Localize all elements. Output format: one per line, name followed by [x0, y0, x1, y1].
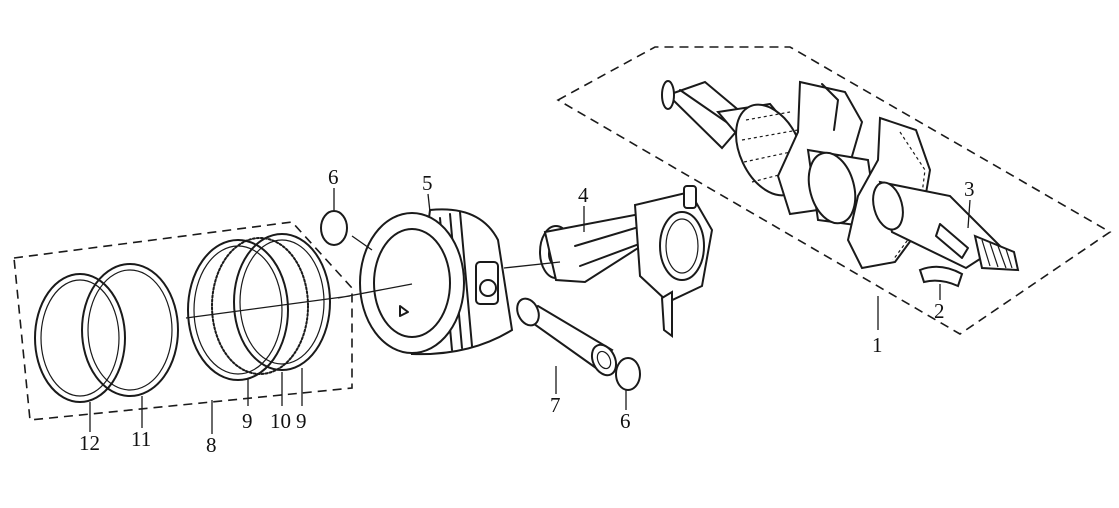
- callout-12: 12: [79, 431, 100, 455]
- circlip-upper: [320, 210, 348, 246]
- callout-3: 3: [964, 177, 975, 201]
- callout-6-lower: 6: [620, 409, 631, 433]
- connecting-rod: [539, 185, 714, 338]
- oil-ring-rail-rear: [233, 233, 331, 371]
- leader-5: [427, 193, 431, 213]
- second-compression-ring: [81, 263, 179, 397]
- callout-10: 10: [270, 409, 291, 433]
- leader-3: [967, 199, 971, 229]
- callout-2: 2: [934, 299, 945, 323]
- crankshaft: [661, 80, 1020, 272]
- woodruff-key: [918, 265, 964, 288]
- oil-ring-expander: [211, 237, 309, 375]
- ring-set: [34, 233, 331, 403]
- circlip-lower: [615, 357, 641, 391]
- top-compression-ring: [34, 273, 126, 403]
- piston-pin: [516, 297, 618, 377]
- callout-9-front: 9: [242, 409, 253, 433]
- crankshaft-group-boundary: [556, 46, 1112, 335]
- callout-4: 4: [578, 183, 589, 207]
- callout-5: 5: [422, 171, 433, 195]
- ring-set-boundary: [13, 221, 353, 421]
- callout-9-rear: 9: [296, 409, 307, 433]
- callout-8: 8: [206, 433, 217, 457]
- assembly-axis: [185, 235, 561, 319]
- oil-ring-rail-front: [187, 239, 289, 381]
- callout-11: 11: [131, 427, 151, 451]
- callout-1: 1: [872, 333, 883, 357]
- callout-6-upper: 6: [328, 165, 339, 189]
- callout-7: 7: [550, 393, 561, 417]
- piston: [359, 208, 514, 356]
